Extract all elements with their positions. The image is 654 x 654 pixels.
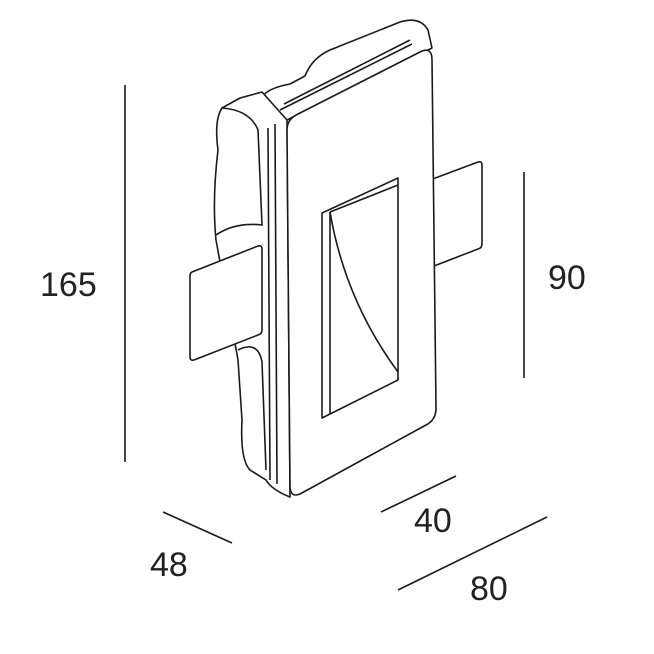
- dimension-line-40: [380, 475, 457, 513]
- top-edge: [261, 19, 433, 121]
- top-groove: [279, 43, 413, 111]
- side-groove-2: [274, 123, 278, 485]
- dimension-label-height-window: 90: [548, 259, 586, 297]
- side-recess-upper: [215, 107, 263, 236]
- side-recess-lower: [237, 346, 267, 471]
- dimension-label-depth: 48: [150, 546, 188, 584]
- right-mounting-tab: [429, 161, 483, 267]
- left-mounting-tab: [189, 245, 263, 361]
- dimension-line-80: [397, 516, 548, 591]
- window-reflector-curve: [329, 184, 399, 373]
- top-groove-2: [283, 39, 411, 105]
- dimension-label-width-total: 80: [470, 570, 508, 608]
- dimension-line-48: [162, 511, 233, 544]
- dimension-label-width-inner: 40: [414, 502, 452, 540]
- light-window: [321, 177, 399, 419]
- side-groove: [267, 127, 271, 481]
- dimension-label-height-total: 165: [40, 266, 97, 304]
